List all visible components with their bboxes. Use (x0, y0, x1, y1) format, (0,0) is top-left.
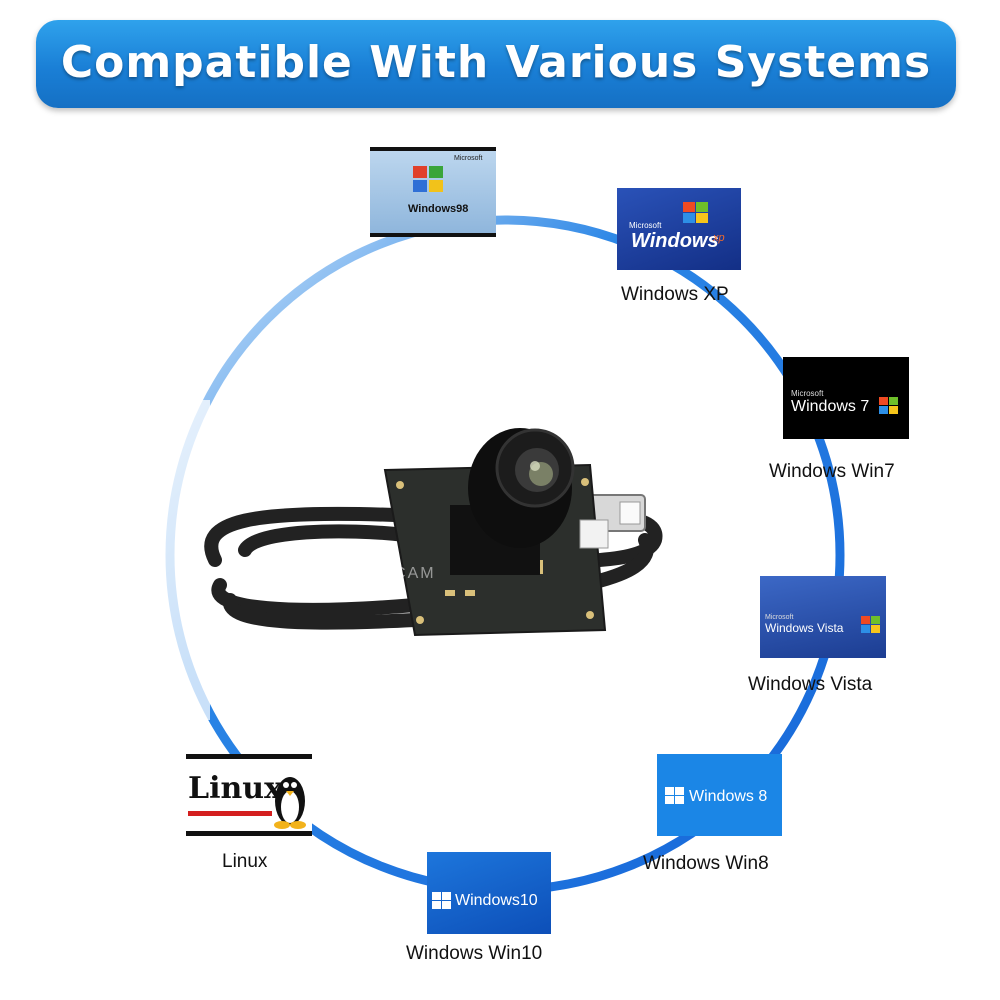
windows-flag-icon (861, 616, 880, 633)
windows-8-logo: Windows 8 (657, 754, 782, 836)
xp-brand: Microsoft (629, 221, 662, 230)
caption-linux: Linux (222, 851, 268, 872)
caption-windows-xp: Windows XP (621, 284, 729, 305)
usb-camera-module (204, 428, 663, 637)
caption-windows-8: Windows Win8 (643, 853, 769, 874)
camera-lens-icon (468, 428, 575, 548)
win7-brand: Microsoft (791, 389, 824, 398)
tux-penguin-icon (274, 777, 306, 829)
banner-title: Compatible With Various Systems (60, 37, 932, 88)
caption-windows-7: Windows Win7 (769, 461, 895, 482)
win10-logo-text: Windows10 (455, 892, 538, 909)
vista-brand: Microsoft (765, 614, 794, 621)
windows-vista-logo: Microsoft Windows Vista (760, 576, 886, 658)
xp-logo-text: Windows (631, 230, 719, 252)
linux-logo: Linux (186, 754, 312, 836)
caption-windows-10: Windows Win10 (406, 943, 543, 964)
win8-logo-text: Windows 8 (689, 788, 768, 805)
windows-10-logo: Windows10 (427, 852, 551, 934)
windows-flag-icon (683, 202, 708, 223)
brand-watermark: NEOCOOLCAM (300, 565, 436, 582)
windows98-logo: Microsoft Windows98 (370, 147, 496, 237)
windows-tiles-icon (432, 892, 451, 909)
windows-xp-logo: Microsoft Windows xp (617, 188, 741, 270)
windows98-logo-text: Windows98 (408, 203, 469, 215)
windows-flag-icon (879, 397, 898, 414)
title-banner: Compatible With Various Systems (36, 20, 956, 108)
windows-tiles-icon (665, 787, 684, 804)
win7-logo-text: Windows 7 (791, 398, 870, 415)
xp-suffix: xp (713, 232, 725, 244)
linux-logo-text: Linux (188, 771, 282, 806)
linux-underline (188, 811, 272, 816)
windows98-brand: Microsoft (454, 155, 483, 162)
windows-flag-icon (413, 166, 443, 192)
vista-logo-text: Windows Vista (765, 621, 844, 635)
windows-7-logo: Microsoft Windows 7 (783, 357, 909, 439)
caption-windows-vista: Windows Vista (748, 674, 873, 695)
